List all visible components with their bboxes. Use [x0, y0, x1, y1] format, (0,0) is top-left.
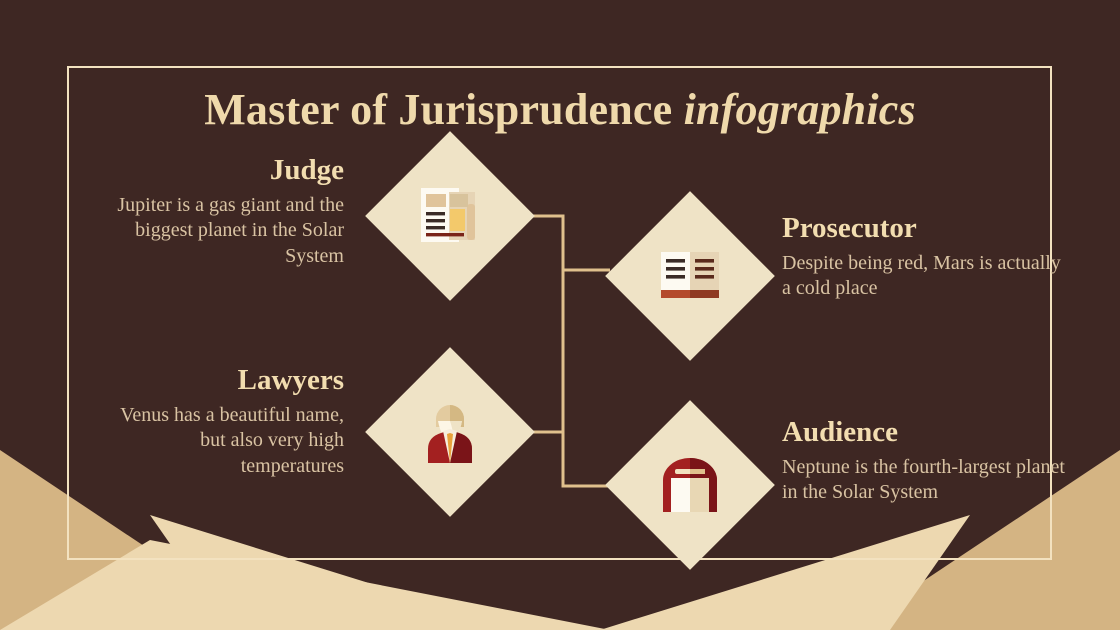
body-judge: Jupiter is a gas giant and the biggest p… [117, 193, 344, 268]
heading-audience: Audience [782, 416, 898, 448]
body-prosecutor: Despite being red, Mars is actually a co… [782, 251, 1061, 300]
newspaper-document-icon [419, 186, 481, 246]
title-emphasis-text: infographics [683, 85, 916, 134]
text-block-audience: Audience Neptune is the fourth-largest p… [782, 416, 1072, 506]
body-lawyers: Venus has a beautiful name, but also ver… [120, 403, 344, 478]
node-diamond-audience[interactable] [605, 400, 775, 570]
bottom-left-cream-wedge [150, 515, 520, 630]
node-diamond-judge[interactable] [365, 131, 535, 301]
heading-lawyers: Lawyers [237, 364, 344, 396]
node-diamond-lawyers[interactable] [365, 347, 535, 517]
text-block-prosecutor: Prosecutor Despite being red, Mars is ac… [782, 212, 1062, 302]
title-main-text: Master of Jurisprudence [204, 85, 684, 134]
text-block-lawyers: Lawyers Venus has a beautiful name, but … [94, 364, 344, 480]
text-block-judge: Judge Jupiter is a gas giant and the big… [94, 154, 344, 270]
heading-prosecutor: Prosecutor [782, 212, 917, 244]
node-diamond-prosecutor[interactable] [605, 191, 775, 361]
body-audience: Neptune is the fourth-largest planet in … [782, 455, 1065, 504]
page-title: Master of Jurisprudence infographics [0, 84, 1120, 135]
open-book-icon [659, 250, 721, 302]
barrister-person-icon [420, 401, 480, 463]
bottom-left-cream-shape [0, 540, 610, 630]
witness-stand-icon [661, 456, 719, 514]
heading-judge: Judge [269, 154, 344, 186]
